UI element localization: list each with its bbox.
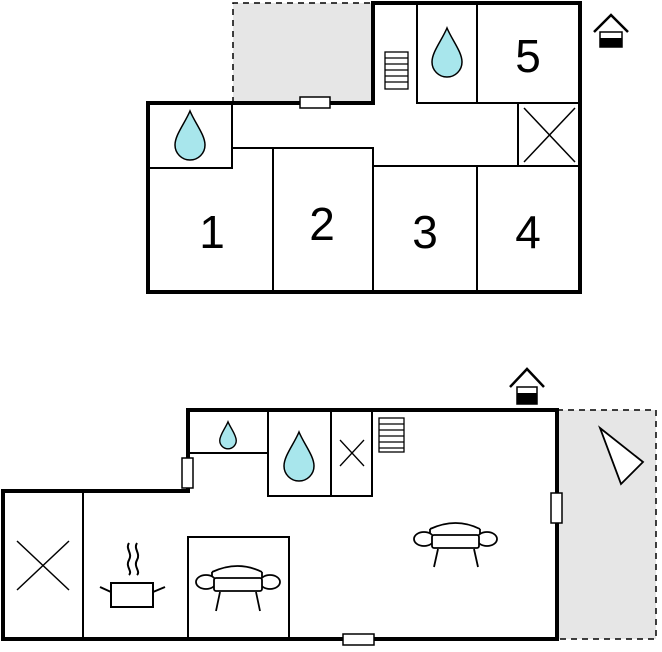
storage-x-icon [339, 439, 365, 467]
kitchen-pot-icon [99, 542, 166, 608]
stairs-icon [378, 417, 405, 453]
bathroom-drop-icon [174, 110, 206, 161]
bathroom-drop-icon [431, 27, 463, 78]
storage-x-icon [523, 107, 576, 163]
sofa-icon [195, 565, 281, 612]
room-4-label: 4 [515, 206, 541, 258]
window-icon [181, 457, 194, 489]
bathroom-drop-icon [219, 421, 237, 450]
entrance-house-icon [509, 367, 545, 405]
upper-outer-wall [146, 1, 582, 294]
room-3-label: 3 [412, 206, 438, 258]
ground-floor [1, 367, 657, 646]
barbecue-icon [598, 425, 645, 486]
ground-inner-walls [82, 410, 373, 639]
window-icon [342, 633, 375, 646]
terrace-zone [557, 410, 656, 639]
upper-inner-walls [148, 3, 580, 292]
bathroom-drop-icon [283, 431, 315, 482]
room-1-label: 1 [199, 206, 225, 258]
ground-outer-wall [1, 408, 559, 641]
upper-floor: 1 2 3 4 5 [146, 1, 629, 294]
window-icon [550, 492, 563, 524]
terrace-zone [233, 3, 373, 103]
window-icon [299, 96, 331, 109]
sofa-icon [413, 522, 498, 568]
room-5-label: 5 [515, 30, 541, 82]
stairs-icon [384, 51, 409, 90]
room-2-label: 2 [309, 198, 335, 250]
storage-x-icon [16, 540, 70, 591]
entrance-house-icon [593, 13, 629, 48]
